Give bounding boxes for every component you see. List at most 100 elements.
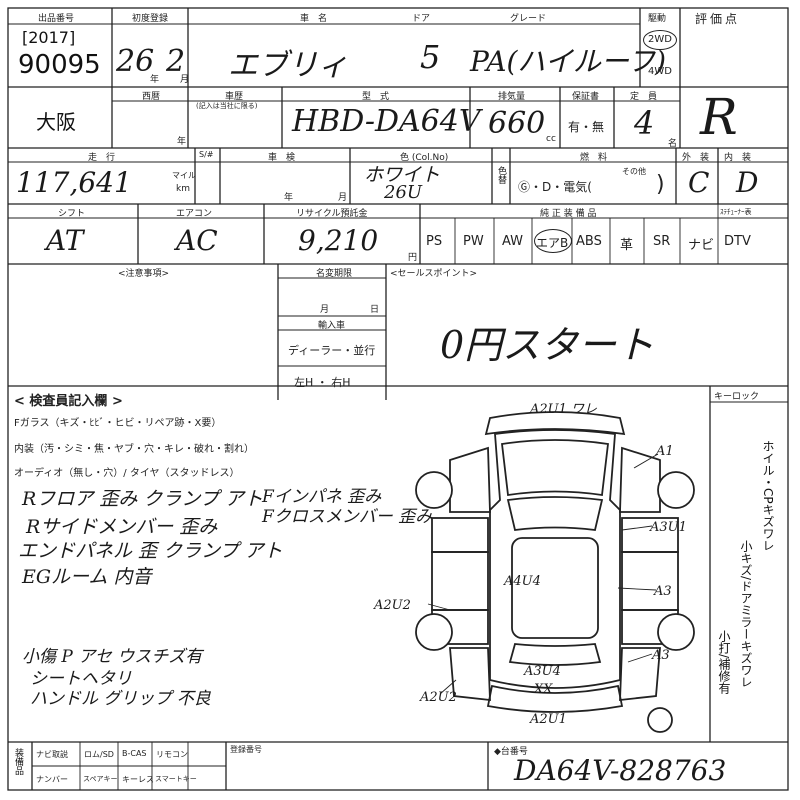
region: 大阪	[36, 110, 76, 134]
title-period-label: 名変期限	[316, 269, 353, 279]
mark-a2u1-top: A2U1 ワレ	[530, 402, 598, 417]
exterior: C	[688, 166, 710, 199]
fuel-other-label: その他	[622, 167, 646, 176]
note-rear-floor: Rフロア 歪み クランプ アト	[22, 488, 263, 510]
color-change-label: 色替	[496, 166, 506, 184]
glass-line: Fガラス（キズ・ﾋﾋﾞ・ヒビ・リペア跡・X要）	[14, 418, 222, 429]
note-paint: 小傷 P アセ ウスチズ有	[22, 647, 203, 667]
recycle-label: リサイクル預託金	[296, 209, 368, 219]
chassis-number: DA64V-828763	[514, 754, 727, 787]
year-code: [2017]	[22, 28, 76, 47]
footer-smart-key: スマートキー	[155, 775, 197, 783]
note-handle: ハンドル グリップ 不良	[30, 689, 211, 709]
shift: AT	[46, 224, 84, 257]
shaken-year-unit: 年	[284, 193, 294, 203]
month-unit: 月	[180, 75, 190, 85]
note-front-instrument-panel: Fインパネ 歪み	[262, 487, 382, 507]
recycle: 9,210	[298, 224, 379, 257]
mile-unit: マイル	[172, 171, 196, 180]
inspector-title: < 検査員記入欄 >	[14, 394, 123, 409]
first-reg-year: 26	[116, 44, 155, 79]
title-month: 月	[320, 305, 330, 315]
warranty-value: 有・無	[568, 120, 605, 134]
mark-a2u2-bottom: A2U2	[420, 690, 457, 705]
footer-equip-label: 装備品	[13, 748, 23, 775]
audio-line: オーディオ（無し・穴）/ タイヤ（スタッドレス）	[14, 468, 240, 479]
shift-label: シフト	[58, 209, 86, 219]
exterior-label: 外 装	[682, 153, 710, 163]
note-seat: シートヘタリ	[30, 669, 132, 689]
lot-label: 出品番号	[38, 14, 75, 24]
side-note-mirror: 小キズ/ドアミラーキズワレ	[739, 540, 753, 689]
note-rear-side-member: Rサイドメンバー 歪み	[26, 516, 218, 538]
chassis-label: ◆台番号	[494, 747, 528, 757]
yen-unit: 円	[408, 253, 418, 263]
color-code: 26U	[384, 182, 423, 203]
footer-remote: リモコン	[156, 750, 188, 759]
footer-rom-sd: ロム/SD	[84, 750, 114, 759]
year-unit: 年	[150, 75, 160, 85]
mark-xx: XX	[534, 682, 553, 697]
first-reg-label: 初度登録	[132, 14, 169, 24]
drive-circle	[643, 30, 677, 50]
note-end-panel: エンドパネル 歪 クランプ アト	[18, 540, 283, 562]
import-value: ディーラー・並行	[288, 344, 376, 357]
fuel-label: 燃 料	[580, 153, 608, 163]
mark-a2u1-bottom: A2U1	[530, 712, 567, 727]
side-note-repair: 小打/補修有	[717, 630, 731, 695]
notes-label: <注意事項>	[118, 269, 170, 279]
mileage-label: 走 行	[88, 153, 116, 163]
model: HBD-DA64V	[292, 104, 481, 139]
color-label: 色 (Col.No)	[400, 153, 449, 163]
mark-a4u4: A4U4	[504, 574, 541, 589]
drive-4wd: 4WD	[648, 66, 672, 77]
footer-bcas: B-CAS	[122, 749, 147, 758]
equip-airbag: エアB	[536, 236, 569, 250]
warranty-label: 保証書	[572, 92, 600, 102]
car-name-label: 車 名	[300, 14, 328, 24]
mark-a3-low: A3	[652, 648, 670, 663]
selling-label: <セールスポイント>	[390, 269, 478, 279]
selling-point: 0円スタート	[440, 323, 655, 367]
drive-label: 駆動	[648, 14, 667, 24]
vehicle-diagram	[415, 411, 695, 733]
mileage: 117,641	[16, 166, 132, 199]
fuel-close: )	[656, 172, 665, 197]
equipment-label: 純 正 装 備 品	[540, 209, 597, 219]
shaken-label: 車 検	[268, 153, 296, 163]
capacity-label: 定 員	[630, 92, 658, 102]
footer-keyless: キーレス	[122, 775, 154, 784]
footer-number-plate: ナンバー	[36, 775, 68, 784]
capacity: 4	[634, 104, 655, 142]
capacity-unit: 名	[668, 139, 678, 149]
reg-number-label: 登録番号	[230, 745, 262, 754]
equip-abs: ABS	[576, 234, 602, 249]
mark-a1: A1	[656, 444, 674, 459]
handle-value: 左H ・ 右H	[294, 376, 351, 389]
key-label: キーロック	[714, 392, 760, 402]
note-front-cross-member: Fクロスメンバー 歪み	[262, 507, 433, 527]
inspection-label: 車歴	[225, 92, 244, 102]
grade-label: グレード	[510, 14, 547, 24]
km-unit: km	[176, 184, 190, 194]
interior: D	[736, 166, 759, 199]
equip-aw: AW	[502, 234, 524, 249]
mark-a3-mid: A3	[654, 584, 672, 599]
car-name: エブリィ	[228, 48, 348, 83]
mark-a3u4: A3U4	[524, 664, 561, 679]
equip-leather: 革	[620, 238, 634, 253]
color: ホワイト	[364, 164, 441, 186]
airbag-circle	[534, 229, 572, 253]
equip-ps: PS	[426, 234, 443, 249]
note-engine-room: EGルーム 内音	[22, 566, 152, 588]
start-unit: 年	[177, 137, 187, 147]
sharp-label: S/#	[199, 150, 214, 159]
equip-sr: SR	[653, 234, 671, 249]
door-label: ドア	[412, 14, 431, 24]
displacement: 660	[488, 106, 546, 141]
rating-label: 評価点	[695, 12, 741, 26]
rating: R	[700, 88, 738, 146]
fuel-options: Ⓖ・D・電気(	[518, 180, 592, 194]
equip-dtv: DTV	[724, 234, 751, 249]
